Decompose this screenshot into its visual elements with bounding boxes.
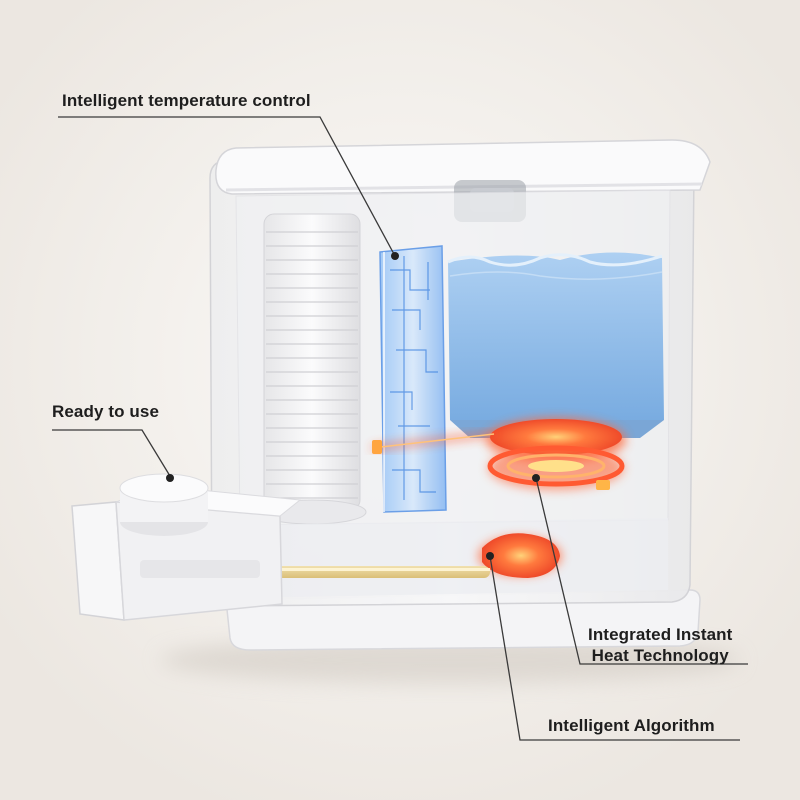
label-instant-heat-line1: Integrated Instant [588,625,733,644]
pointer-dot-algo [486,552,494,560]
lower-chamber [240,518,668,598]
leader-heat [535,477,748,665]
circuit-trace [392,309,421,330]
label-instant-heat-line2: Heat Technology [591,646,729,665]
heating-element [486,418,626,490]
algorithm-module [478,533,562,578]
tablet-puck [119,473,209,536]
circuit-trace [390,391,413,410]
filter-cartridge [257,213,367,525]
label-instant-heat: Integrated Instant Heat Technology [588,624,732,666]
circuit-trace [392,469,436,493]
heat-link-core [371,433,495,449]
temperature-control-board [379,245,447,513]
label-intelligent-algorithm: Intelligent Algorithm [548,716,715,735]
circuit-traces [390,256,438,500]
circuit-trace [396,349,438,373]
label-temperature-control: Intelligent temperature control [62,91,311,110]
water-tank [447,252,664,438]
pointer-dot-ready [166,474,174,482]
pointer-dot-heat [532,474,540,482]
sensor-chip [372,440,382,454]
label-ready-to-use: Ready to use [52,402,160,421]
leader-ready [52,429,171,477]
leader-temp [58,116,396,257]
circuit-trace [390,269,430,291]
leader-lines [52,116,748,741]
leader-algo [489,555,740,741]
pointer-dot-temp [391,252,399,260]
